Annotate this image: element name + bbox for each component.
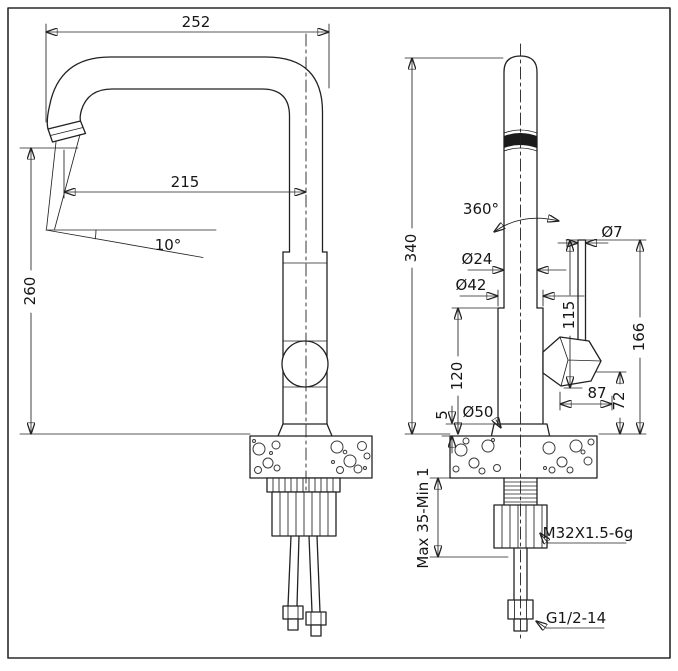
callout-mounting-thread: M32X1.5-6g: [540, 524, 633, 543]
dimension-dia24: Ø24: [462, 250, 567, 270]
handle-facets: [559, 336, 602, 387]
front-view: [449, 43, 602, 641]
nut-ribs: [501, 504, 543, 549]
hose-tip: [310, 624, 322, 637]
countertop-section: [449, 435, 598, 479]
granite-pebbles: [252, 439, 371, 474]
angle-arc: [94, 229, 97, 240]
aerator-seam: [50, 127, 84, 136]
hex-nut-facets: [514, 599, 527, 620]
spout-inner-edge: [79, 88, 291, 253]
dimension-5: 5: [433, 405, 496, 454]
side-view: [45, 33, 373, 637]
dim-87-label: 87: [587, 384, 606, 402]
dimension-87: 87: [560, 384, 612, 411]
dimension-215: 215: [64, 149, 306, 199]
handle-rod: [577, 239, 587, 341]
drawing-border: [7, 7, 671, 659]
dimension-166: 166: [598, 240, 648, 434]
dimension-dia7: Ø7: [557, 223, 623, 243]
dimension-72: 72: [595, 372, 628, 434]
dia-24-label: Ø24: [462, 250, 493, 268]
supply-hose: [287, 535, 300, 607]
granite-pebbles: [452, 437, 595, 475]
hose-fitting-facets: [310, 611, 322, 626]
dim-120-label: 120: [448, 362, 466, 391]
washer-ribs: [272, 477, 334, 493]
dim-215-label: 215: [171, 173, 200, 191]
mounting-thread-label: M32X1.5-6g: [543, 524, 634, 542]
dim-340-label: 340: [402, 234, 420, 263]
stream-line: [54, 134, 81, 230]
spout-outer-edge: [46, 56, 324, 253]
hose-fitting-facets: [287, 605, 299, 620]
callout-inlet-thread: G1/2-14: [536, 609, 606, 628]
countertop-section: [249, 435, 373, 479]
dimension-252: 252: [46, 13, 329, 123]
dia-7-label: Ø7: [601, 223, 622, 241]
body-base-flare: [277, 423, 333, 437]
dimension-dia50: Ø50: [463, 403, 501, 428]
dimension-120: 120: [448, 308, 498, 434]
dimension-dia42: Ø42: [456, 276, 585, 307]
dim-260-label: 260: [21, 277, 39, 306]
hose-tip: [287, 618, 299, 631]
handle-lever: [542, 336, 602, 387]
dimension-260: 260: [19, 148, 251, 434]
hose-fitting: [305, 611, 327, 626]
dimension-115: 115: [560, 240, 647, 388]
supply-hose: [308, 535, 321, 613]
inlet-tailpiece: [513, 547, 528, 601]
dimension-340: 340: [402, 58, 504, 434]
dim-252-label: 252: [182, 13, 211, 31]
hose-fitting: [282, 605, 304, 620]
threaded-shank: [503, 477, 538, 506]
inlet-thread-label: G1/2-14: [546, 609, 606, 627]
dimension-mounting-range: Max 35-Min 1: [414, 467, 509, 569]
angle-10-label: 10°: [155, 236, 182, 254]
stream-line: [46, 141, 57, 230]
dia-50-label: Ø50: [463, 403, 494, 421]
mounting-range-label: Max 35-Min 1: [414, 467, 432, 568]
dia-42-label: Ø42: [456, 276, 487, 294]
handle-knob: [281, 340, 329, 388]
dim-115-label: 115: [560, 301, 578, 330]
dim-166-label: 166: [630, 323, 648, 352]
dimension-360deg: 360°: [463, 200, 559, 232]
rubber-washer: [266, 477, 341, 493]
dim-5-label: 5: [433, 410, 451, 420]
dim-72-label: 72: [610, 391, 628, 410]
angle-line: [45, 229, 204, 258]
dimension-10deg: 10°: [155, 236, 182, 254]
nut-ribs: [279, 491, 329, 537]
angle-360-label: 360°: [463, 200, 499, 218]
